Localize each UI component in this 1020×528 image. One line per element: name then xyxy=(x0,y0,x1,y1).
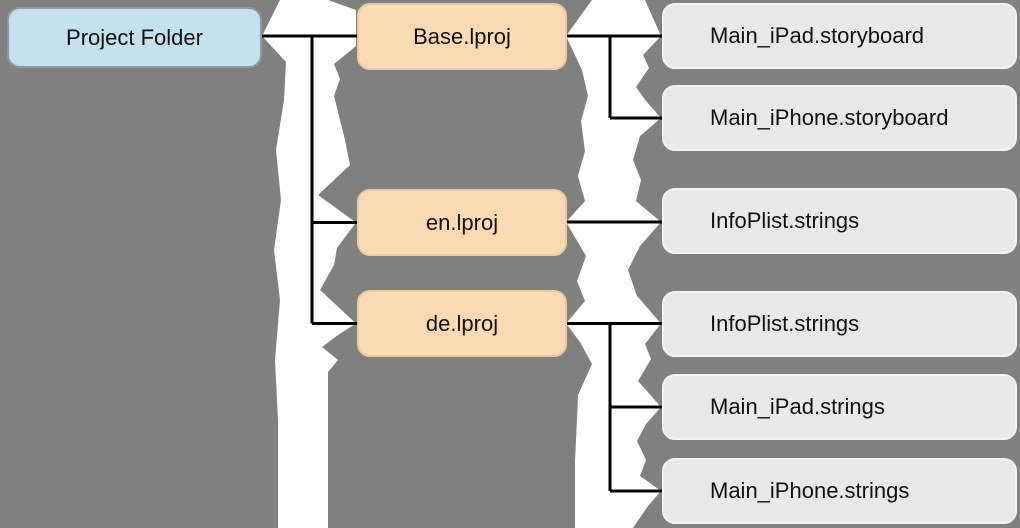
torn-edge-band-left xyxy=(262,0,356,528)
node-base-lproj: Base.lproj xyxy=(357,3,567,70)
node-label: Project Folder xyxy=(66,24,203,50)
node-infoplist-strings-en: InfoPlist.strings xyxy=(662,188,1017,254)
node-main-iphone-storyboard: Main_iPhone.storyboard xyxy=(662,85,1017,151)
node-main-ipad-storyboard: Main_iPad.storyboard xyxy=(662,3,1017,69)
connector-lines xyxy=(260,34,662,493)
node-label: Main_iPad.strings xyxy=(710,394,885,419)
node-main-iphone-strings: Main_iPhone.strings xyxy=(662,458,1017,524)
node-infoplist-strings-de: InfoPlist.strings xyxy=(662,291,1017,357)
node-label: Main_iPad.storyboard xyxy=(710,23,925,48)
node-label: en.lproj xyxy=(425,209,499,235)
node-main-ipad-strings: Main_iPad.strings xyxy=(662,374,1017,440)
node-de-lproj: de.lproj xyxy=(357,290,567,357)
node-en-lproj: en.lproj xyxy=(357,189,567,256)
node-project-folder: Project Folder xyxy=(7,7,262,68)
torn-edge-band-right xyxy=(566,0,661,528)
node-label: Main_iPhone.strings xyxy=(710,478,910,503)
node-label: Base.lproj xyxy=(413,23,511,49)
node-label: InfoPlist.strings xyxy=(710,208,860,233)
node-label: de.lproj xyxy=(425,310,499,336)
node-label: InfoPlist.strings xyxy=(710,311,860,336)
node-label: Main_iPhone.storyboard xyxy=(710,105,949,130)
